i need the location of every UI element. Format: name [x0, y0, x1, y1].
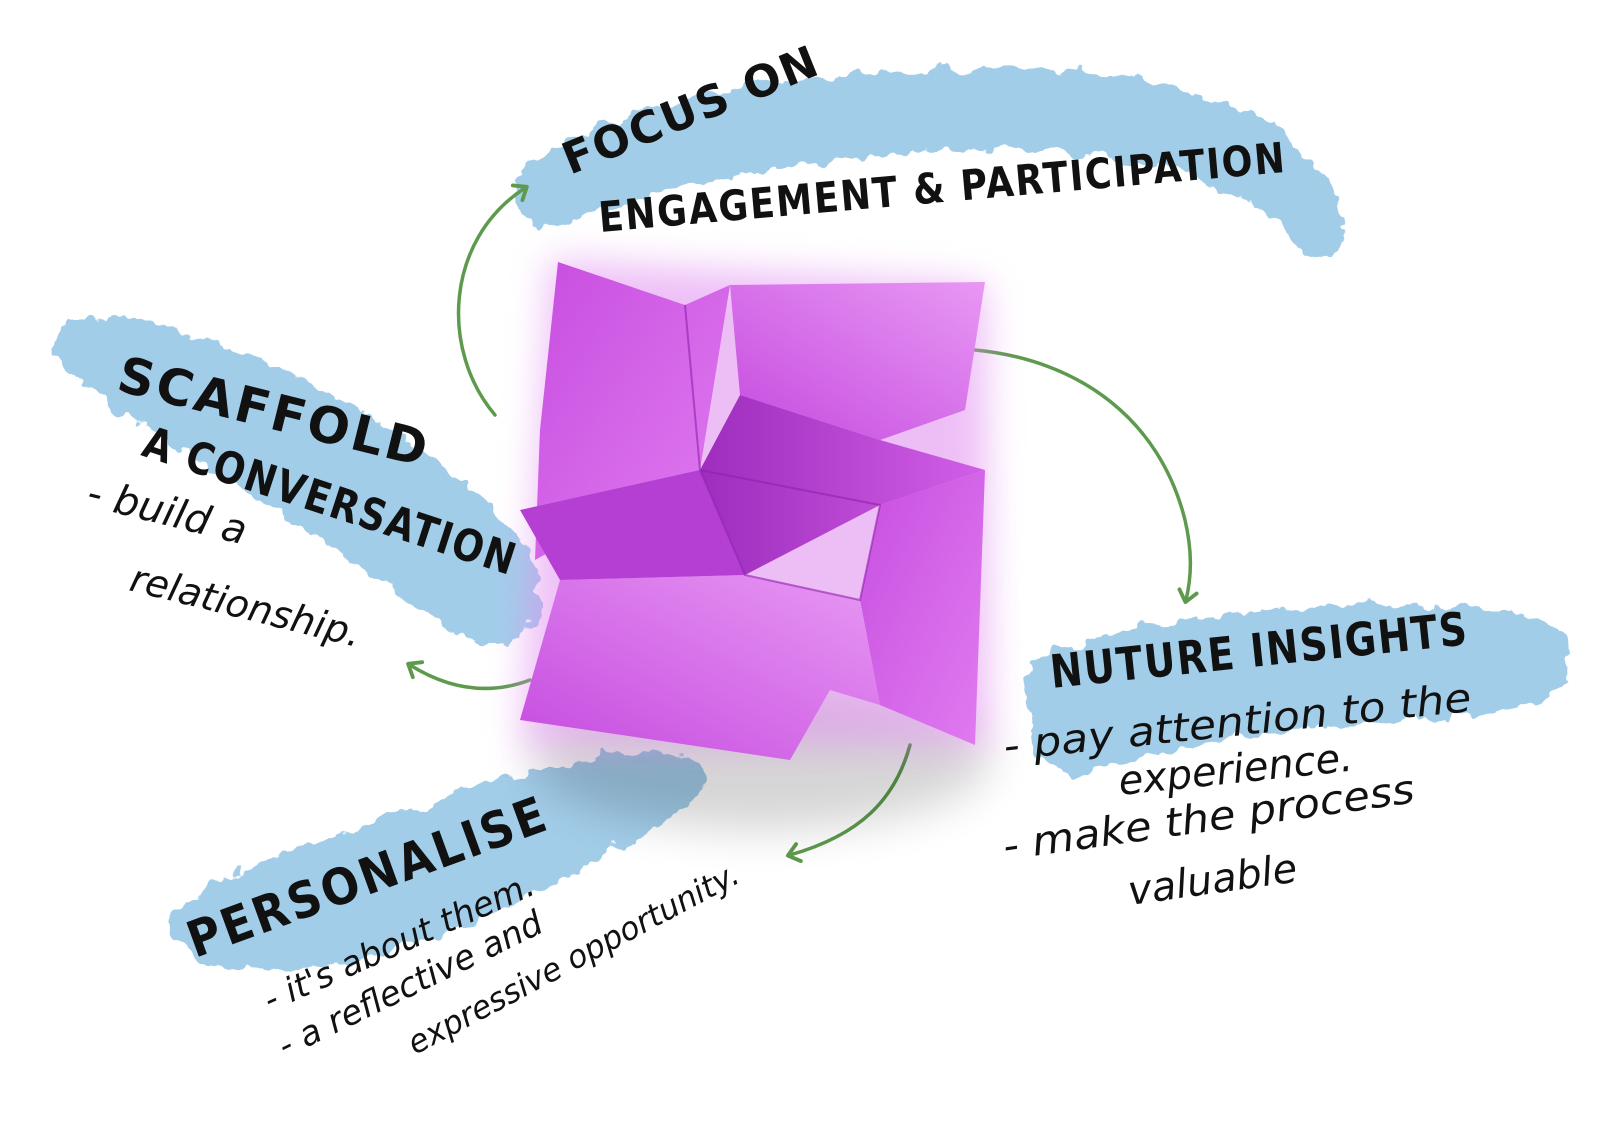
insights-note-4: valuable	[1125, 846, 1300, 915]
brush-stroke-scaffold	[55, 318, 539, 645]
paper-flap-top-left	[535, 262, 730, 560]
arrow-personalise-to-scaffold	[406, 660, 532, 691]
brush-stroke-personalise	[169, 751, 708, 969]
arrow-engagement-to-insights	[973, 348, 1199, 605]
arrow-scaffold-to-engagement	[456, 183, 529, 417]
brush-strokes	[55, 68, 1571, 969]
paper-fold-center	[700, 395, 985, 575]
paper-flap-top-right	[730, 282, 985, 440]
folded-paper-pinwheel-icon	[520, 260, 990, 830]
paper-flap-right	[860, 470, 985, 745]
paper-flap-left	[520, 470, 745, 580]
scaffold-note-2: relationship.	[126, 556, 366, 656]
brush-stroke-engagement	[516, 68, 1346, 257]
paper-flap-bottom	[520, 575, 880, 760]
brush-stroke-insights	[1025, 604, 1571, 775]
